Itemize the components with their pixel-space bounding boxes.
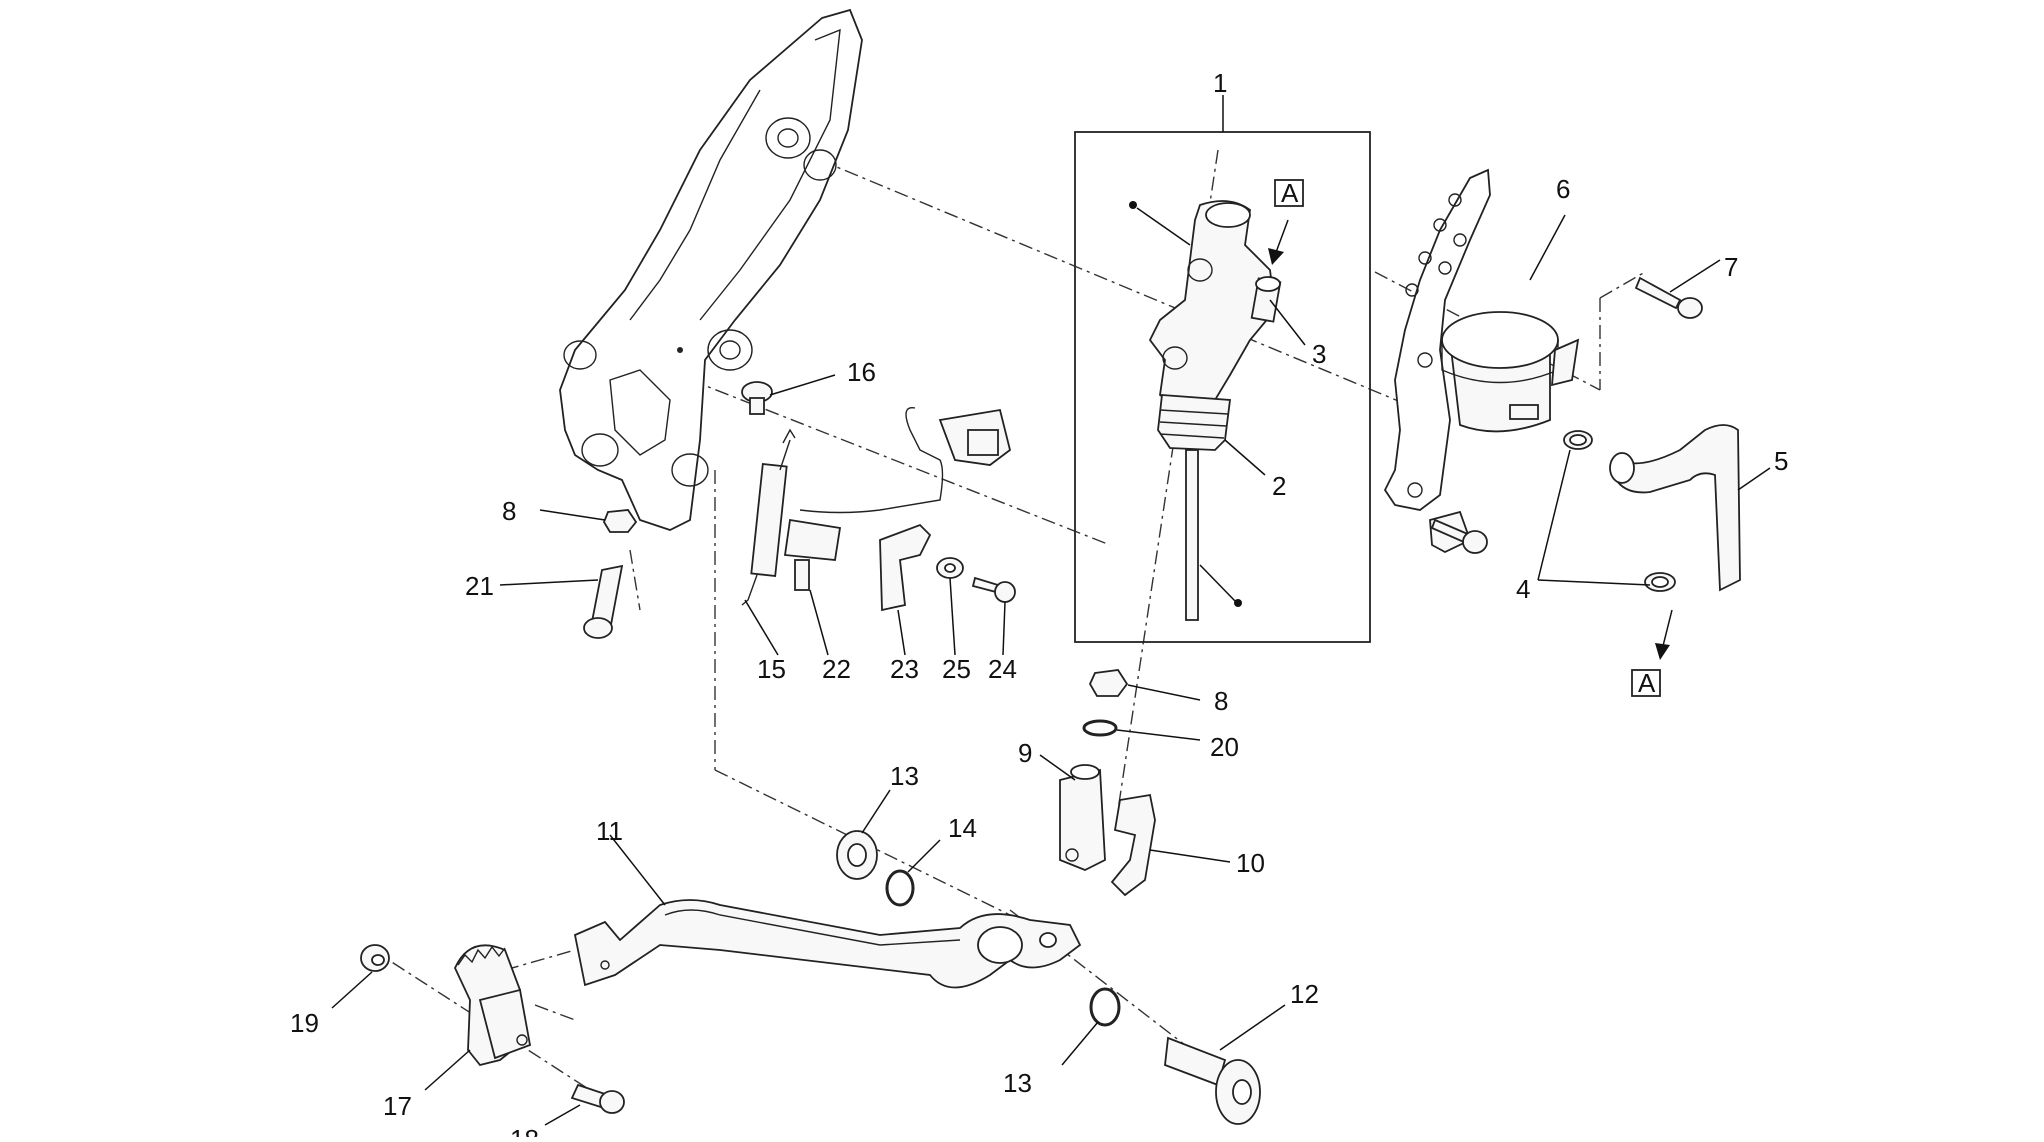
label-8-left: 8 bbox=[502, 496, 516, 526]
label-9: 9 bbox=[1018, 738, 1032, 768]
label-16: 16 bbox=[847, 357, 876, 387]
hose-and-clamps: A bbox=[1537, 424, 1771, 698]
label-8-center: 8 bbox=[1214, 686, 1228, 716]
label-5: 5 bbox=[1774, 446, 1788, 476]
bracket-screw bbox=[1430, 518, 1488, 554]
label-22: 22 bbox=[822, 654, 851, 684]
label-3: 3 bbox=[1312, 339, 1326, 369]
label-11: 11 bbox=[596, 816, 623, 846]
label-25: 25 bbox=[942, 654, 971, 684]
label-17: 17 bbox=[383, 1091, 412, 1121]
screw-7 bbox=[1634, 259, 1721, 319]
label-23: 23 bbox=[890, 654, 919, 684]
label-19: 19 bbox=[290, 1008, 319, 1038]
pivot-bolt bbox=[1061, 987, 1286, 1125]
label-20: 20 bbox=[1210, 732, 1239, 762]
label-10: 10 bbox=[1236, 848, 1265, 878]
ref-label-a-bottom: A bbox=[1638, 668, 1656, 698]
ref-box-a-top bbox=[1274, 179, 1304, 207]
part-labels: 1 2 3 4 5 6 7 8 8 9 10 11 12 13 13 14 15… bbox=[290, 68, 1788, 1142]
label-1: 1 bbox=[1213, 68, 1227, 98]
label-15: 15 bbox=[757, 654, 786, 684]
ref-label-a-top: A bbox=[1281, 178, 1299, 208]
small-hardware bbox=[499, 374, 1016, 656]
label-21: 21 bbox=[465, 571, 494, 601]
label-4: 4 bbox=[1516, 574, 1530, 604]
label-13-bottom: 13 bbox=[1003, 1068, 1032, 1098]
pedal-tip bbox=[331, 944, 625, 1126]
label-14: 14 bbox=[948, 813, 977, 843]
footrest-bracket bbox=[559, 8, 863, 531]
label-18: 18 bbox=[510, 1124, 539, 1137]
linkage-parts bbox=[836, 669, 1231, 907]
label-13-top: 13 bbox=[890, 761, 919, 791]
brake-pedal bbox=[573, 834, 1082, 989]
label-24: 24 bbox=[988, 654, 1017, 684]
brake-fluid-reservoir bbox=[1441, 214, 1580, 433]
label-6: 6 bbox=[1556, 174, 1570, 204]
label-2: 2 bbox=[1272, 471, 1286, 501]
label-12: 12 bbox=[1290, 979, 1319, 1009]
ref-box-a-bottom bbox=[1631, 669, 1661, 697]
label-7: 7 bbox=[1724, 252, 1738, 282]
master-cylinder-group: A bbox=[1074, 95, 1371, 643]
